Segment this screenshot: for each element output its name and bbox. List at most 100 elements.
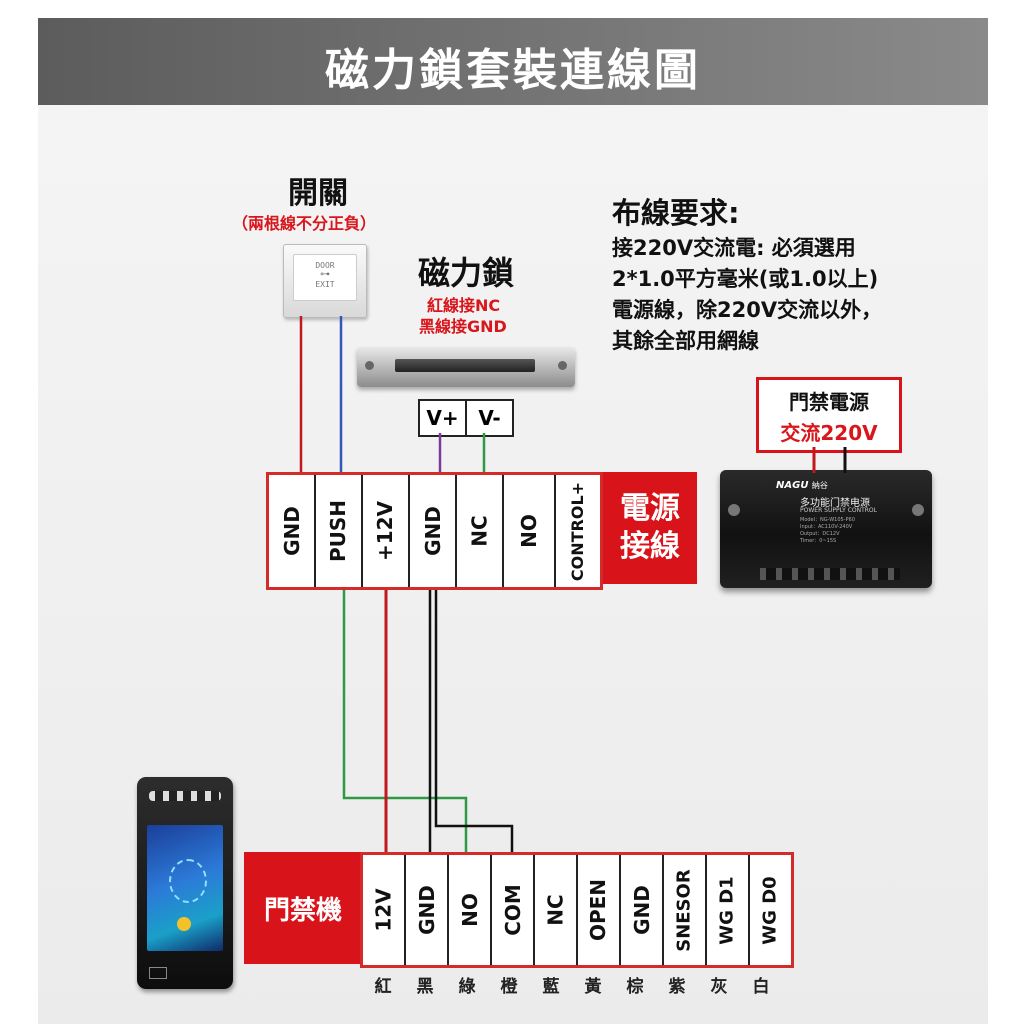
wire-color-label: 藍	[542, 977, 560, 997]
power-term: NC	[457, 475, 504, 587]
maglock-term-plus: V+	[420, 401, 467, 435]
wire-color-label: 紅	[374, 977, 392, 997]
device-screen	[147, 825, 223, 951]
power-supply-spec: Output：DC12V	[800, 531, 840, 537]
title-bar: 磁力鎖套裝連線圖	[38, 18, 988, 105]
power-term: +12V	[363, 475, 410, 587]
requirements-line: 接220V交流電: 必須選用	[612, 236, 856, 260]
device-sensor-bar	[149, 791, 221, 801]
maglock-device	[357, 347, 575, 387]
power-terminal-strip: GND PUSH +12V GND NC NO CONTROL+	[266, 472, 603, 590]
maglock-note-red: 紅線接NC	[427, 296, 501, 315]
power-term-label: NC	[467, 515, 492, 547]
wire-color-label: 灰	[710, 977, 728, 997]
brand-cn-text: 納谷	[811, 481, 828, 490]
switch-label: 開關	[288, 176, 348, 211]
power-terminal-side-line2: 接線	[620, 529, 680, 564]
controller-term: GND	[621, 855, 664, 965]
controller-term: NO	[449, 855, 492, 965]
maglock-groove	[395, 359, 535, 372]
controller-term-label: OPEN	[586, 878, 611, 942]
power-term: GND	[410, 475, 457, 587]
exit-button: DOOR ⊶ EXIT	[293, 254, 357, 301]
controller-term-label: WG D0	[760, 875, 781, 945]
switch-note: （兩根線不分正負）	[232, 214, 377, 233]
power-term-label: GND	[420, 506, 445, 556]
power-supply-spec: Timer：0~15S	[800, 538, 837, 544]
power-term-label: PUSH	[326, 499, 351, 563]
switch-door-text: DOOR	[315, 261, 335, 270]
controller-term-label: NC	[543, 894, 568, 926]
power-term: PUSH	[316, 475, 363, 587]
controller-term-label: NO	[457, 893, 482, 927]
ctrl-wire-green	[342, 586, 468, 852]
ctrl-wire-black-2	[434, 586, 514, 852]
power-supply-spec: Model：NG-W105-P60	[800, 517, 855, 523]
power-supply-spec: Input：AC110V-240V	[800, 524, 853, 530]
controller-term: SNESOR	[664, 855, 707, 965]
controller-term-label: COM	[500, 884, 525, 936]
wire-color-label: 白	[752, 977, 770, 997]
controller-term-label: GND	[414, 885, 439, 935]
lock-icon	[177, 917, 191, 931]
access-control-device	[137, 777, 233, 989]
controller-label: 門禁機	[244, 852, 362, 964]
requirements-heading: 布線要求:	[612, 196, 740, 230]
controller-term-label: GND	[629, 885, 654, 935]
controller-term-label: SNESOR	[674, 868, 696, 952]
requirements-line: 2*1.0平方毫米(或1.0以上)	[612, 267, 879, 291]
requirements-line: 電源線，除220V交流以外，	[612, 298, 883, 322]
page-title: 磁力鎖套裝連線圖	[325, 45, 701, 96]
power-term-label: CONTROL+	[568, 481, 588, 581]
controller-term: COM	[492, 855, 535, 965]
wire-color-label: 紫	[668, 977, 686, 997]
controller-term: GND	[406, 855, 449, 965]
brand-text: NAGU	[776, 480, 809, 491]
power-supply-device: NAGU 納谷 多功能门禁电源 POWER SUPPLY CONTROL Mod…	[720, 470, 932, 588]
power-terminal-side-line1: 電源	[620, 491, 680, 526]
wire-color-label: 綠	[458, 977, 476, 997]
maglock-screw-right	[558, 361, 567, 370]
card-reader-icon	[149, 967, 167, 979]
switch-exit-text: EXIT	[315, 280, 335, 289]
power-term-label: +12V	[373, 500, 398, 562]
maglock-term-minus: V-	[478, 406, 501, 430]
power-term: GND	[269, 475, 316, 587]
power-term: NO	[504, 475, 556, 587]
power-term-label: NO	[517, 514, 541, 548]
maglock-screw-left	[365, 361, 374, 370]
wire-color-label: 橙	[500, 977, 518, 997]
wire-color-label: 棕	[626, 977, 644, 997]
requirements-line: 其餘全部用網線	[612, 329, 759, 353]
power-supply-label-line1: 門禁電源	[789, 390, 869, 414]
power-supply-screw	[728, 504, 740, 516]
controller-term-label: WG D1	[717, 875, 738, 945]
maglock-note-black: 黑線接GND	[419, 317, 507, 336]
controller-term: OPEN	[578, 855, 621, 965]
power-term-label: GND	[279, 506, 304, 556]
power-supply-label: 門禁電源 交流220V	[756, 377, 902, 453]
wire-color-label: 黑	[416, 977, 434, 997]
power-supply-label-line2: 交流220V	[780, 421, 878, 445]
exit-switch: DOOR ⊶ EXIT	[283, 244, 367, 318]
controller-term: 12V	[363, 855, 406, 965]
controller-term: WG D1	[707, 855, 750, 965]
power-supply-model-cn: 多功能门禁电源	[800, 498, 870, 509]
power-term: CONTROL+	[556, 475, 600, 587]
controller-term: WG D0	[750, 855, 791, 965]
power-supply-vents	[760, 568, 900, 580]
wire-color-label: 黃	[584, 977, 602, 997]
controller-terminal-strip: 12V GND NO COM NC OPEN GND SNESOR WG D1 …	[360, 852, 794, 968]
power-terminal-side-label: 電源 接線	[603, 472, 697, 584]
fingerprint-icon	[169, 859, 207, 903]
maglock-terminal: V+ V-	[418, 399, 514, 437]
controller-term: NC	[535, 855, 578, 965]
power-supply-screw	[912, 504, 924, 516]
power-supply-model-en: POWER SUPPLY CONTROL	[800, 507, 877, 514]
key-icon: ⊶	[320, 269, 330, 280]
maglock-label: 磁力鎖	[418, 254, 515, 292]
controller-term-label: 12V	[371, 888, 396, 932]
power-supply-brand: NAGU 納谷	[776, 480, 828, 491]
